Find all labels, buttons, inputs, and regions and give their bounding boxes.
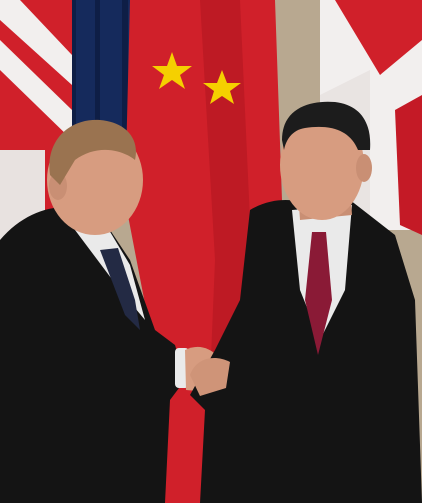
star-icon (203, 70, 241, 104)
right-man (190, 101, 422, 503)
star-icon (152, 52, 192, 89)
